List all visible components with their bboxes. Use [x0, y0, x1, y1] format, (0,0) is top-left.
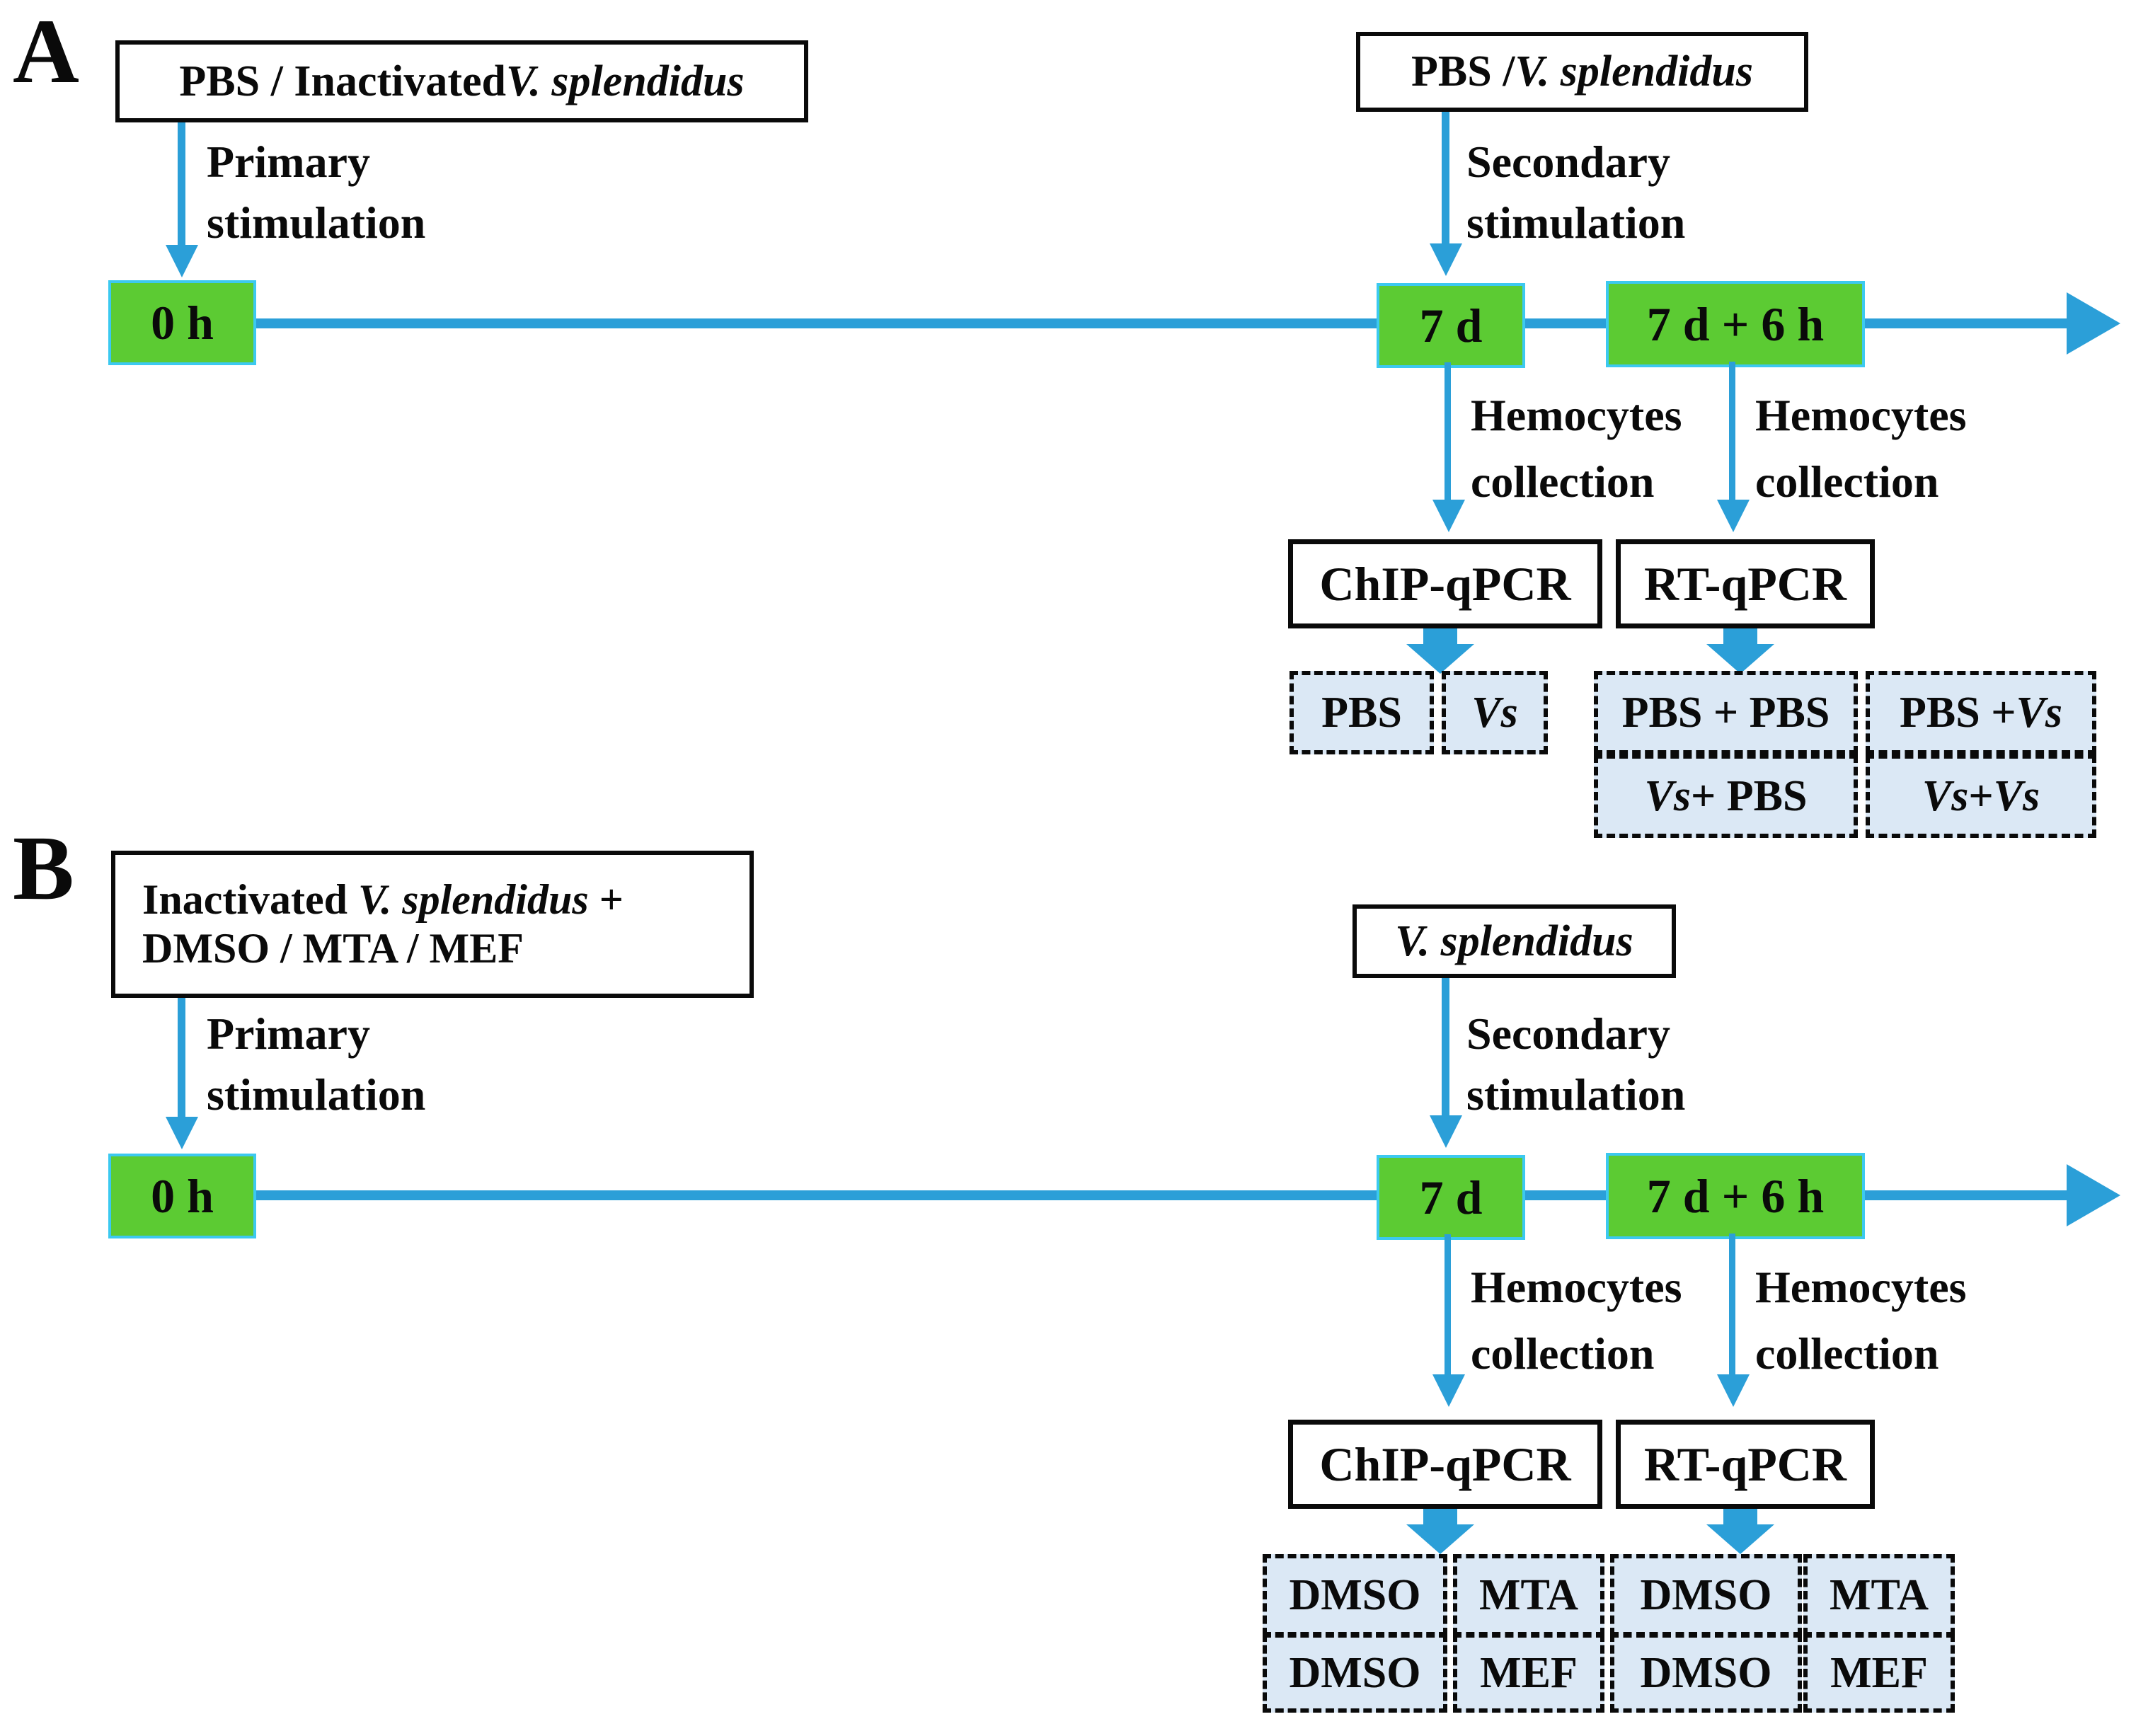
- secondary-stimulation-label-a-line2: stimulation: [1466, 197, 1686, 248]
- hemocytes-label-b2-line1: Hemocytes: [1755, 1262, 1967, 1312]
- primary-stimulation-label-b: Primary stimulation: [207, 1004, 425, 1125]
- hemocytes-label-b1: Hemocytes collection: [1471, 1254, 1682, 1387]
- rt-result-arrow-a: [1723, 627, 1757, 645]
- rt-result-arrowhead-b-icon: [1706, 1524, 1774, 1554]
- panel-a-label: A: [13, 1, 79, 103]
- secondary-stimulus-box-b: V. splendidus: [1352, 904, 1676, 978]
- timepoint-7d6h-b: 7 d + 6 h: [1606, 1153, 1865, 1239]
- chip-qpcr-box-a: ChIP-qPCR: [1288, 539, 1602, 628]
- secondary-stimulation-label-b: Secondary stimulation: [1466, 1004, 1685, 1125]
- result-box-pbs-vs-a: PBS + Vs: [1866, 671, 2096, 754]
- result-box-mef-chip-b: MEF: [1453, 1633, 1604, 1713]
- result-box-pbs-a: PBS: [1290, 671, 1434, 754]
- result-box-dmso1-rt-b: DMSO: [1610, 1554, 1802, 1636]
- hemocytes-label-b2-line2: collection: [1755, 1328, 1939, 1379]
- hemocytes-label-b2: Hemocytes collection: [1755, 1254, 1967, 1387]
- timepoint-7d-a: 7 d: [1377, 283, 1525, 368]
- secondary-stimulation-arrowhead-icon: [1430, 243, 1462, 276]
- hemocytes-arrowhead-a1-icon: [1432, 500, 1465, 532]
- result-box-pbs-pbs-a: PBS + PBS: [1594, 671, 1858, 754]
- primary-stimulus-box-a: PBS / Inactivated V. splendidus: [115, 40, 808, 122]
- timeline-a-arrowhead-icon: [2067, 292, 2120, 355]
- primary-stimulus-box-b-line1: Inactivated V. splendidus +: [142, 876, 624, 923]
- primary-stimulation-arrowhead-icon: [166, 245, 198, 277]
- chip-result-arrowhead-a-icon: [1406, 644, 1474, 674]
- primary-stimulation-arrow-b: [178, 989, 185, 1118]
- rt-result-arrow-b: [1723, 1507, 1757, 1526]
- secondary-stimulation-label-b-line2: stimulation: [1466, 1069, 1686, 1120]
- hemocytes-arrowhead-b2-icon: [1717, 1374, 1750, 1407]
- rt-result-arrowhead-a-icon: [1706, 644, 1774, 674]
- primary-stimulation-label-a: Primary stimulation: [207, 132, 425, 253]
- hemocytes-label-a2-line2: collection: [1755, 456, 1939, 507]
- result-box-dmso2-chip-b: DMSO: [1263, 1633, 1447, 1713]
- result-box-mef-rt-b: MEF: [1803, 1633, 1955, 1713]
- secondary-stimulation-label-a: Secondary stimulation: [1466, 132, 1685, 253]
- rt-qpcr-box-b: RT-qPCR: [1616, 1420, 1875, 1509]
- secondary-stimulation-arrow-b: [1442, 970, 1449, 1117]
- chip-result-arrowhead-b-icon: [1406, 1524, 1474, 1554]
- result-box-dmso2-rt-b: DMSO: [1610, 1633, 1802, 1713]
- chip-result-arrow-a: [1423, 627, 1457, 645]
- primary-stimulus-box-b-line2: DMSO / MTA / MEF: [142, 925, 524, 972]
- hemocytes-label-a2-line1: Hemocytes: [1755, 390, 1967, 440]
- chip-result-arrow-b: [1423, 1507, 1457, 1526]
- timepoint-0h-a: 0 h: [108, 280, 256, 365]
- secondary-stimulus-box-a: PBS / V. splendidus: [1356, 32, 1808, 112]
- primary-stimulation-label-a-line2: stimulation: [207, 197, 426, 248]
- hemocytes-label-a2: Hemocytes collection: [1755, 382, 1967, 515]
- secondary-stimulation-arrowhead-b-icon: [1430, 1115, 1462, 1148]
- result-box-mta-rt-b: MTA: [1803, 1554, 1955, 1636]
- secondary-stimulation-label-b-line1: Secondary: [1466, 1008, 1670, 1059]
- primary-stimulation-label-b-line2: stimulation: [207, 1069, 426, 1120]
- timeline-b-arrowhead-icon: [2067, 1164, 2120, 1226]
- primary-stimulus-box-b-lines: Inactivated V. splendidus + DMSO / MTA /…: [142, 875, 624, 973]
- primary-stimulation-arrow-a: [178, 115, 185, 246]
- hemocytes-arrowhead-b1-icon: [1432, 1374, 1465, 1407]
- primary-stimulus-box-b: Inactivated V. splendidus + DMSO / MTA /…: [111, 851, 754, 998]
- hemocytes-arrow-a1: [1445, 362, 1451, 501]
- hemocytes-label-b1-line2: collection: [1471, 1328, 1655, 1379]
- rt-qpcr-box-a: RT-qPCR: [1616, 539, 1875, 628]
- timepoint-7d6h-a: 7 d + 6 h: [1606, 281, 1865, 367]
- result-box-vs-pbs-a: Vs + PBS: [1594, 754, 1858, 838]
- primary-stimulation-arrowhead-b-icon: [166, 1117, 198, 1149]
- result-box-vs-vs-a: Vs + Vs: [1866, 754, 2096, 838]
- timepoint-7d-b: 7 d: [1377, 1155, 1525, 1240]
- secondary-stimulation-label-a-line1: Secondary: [1466, 137, 1670, 187]
- timepoint-0h-b: 0 h: [108, 1154, 256, 1238]
- hemocytes-arrowhead-a2-icon: [1717, 500, 1750, 532]
- hemocytes-label-a1-line2: collection: [1471, 456, 1655, 507]
- primary-stimulation-label-a-line1: Primary: [207, 137, 370, 187]
- hemocytes-arrow-a2: [1729, 362, 1735, 501]
- hemocytes-arrow-b2: [1729, 1234, 1735, 1376]
- panel-b-label: B: [13, 817, 74, 919]
- hemocytes-label-b1-line1: Hemocytes: [1471, 1262, 1682, 1312]
- result-box-dmso1-chip-b: DMSO: [1263, 1554, 1447, 1636]
- chip-qpcr-box-b: ChIP-qPCR: [1288, 1420, 1602, 1509]
- result-box-mta-chip-b: MTA: [1453, 1554, 1604, 1636]
- hemocytes-label-a1: Hemocytes collection: [1471, 382, 1682, 515]
- primary-stimulation-label-b-line1: Primary: [207, 1008, 370, 1059]
- hemocytes-label-a1-line1: Hemocytes: [1471, 390, 1682, 440]
- result-box-vs-a: Vs: [1442, 671, 1548, 754]
- secondary-stimulation-arrow-a: [1442, 103, 1449, 245]
- hemocytes-arrow-b1: [1445, 1234, 1451, 1376]
